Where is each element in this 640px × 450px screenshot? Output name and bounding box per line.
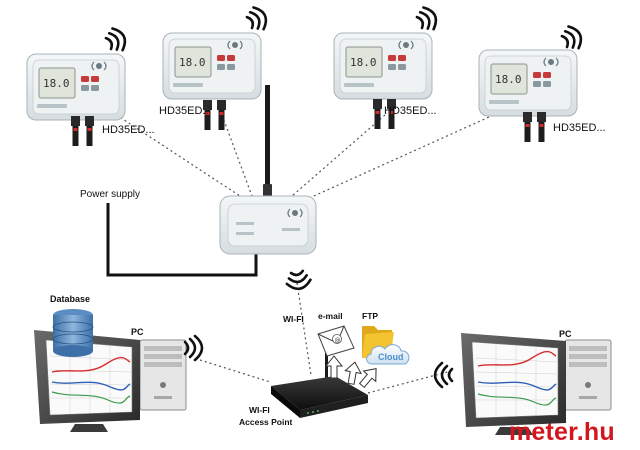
- cloud-label: Cloud: [378, 352, 404, 362]
- central-receiver: [219, 85, 317, 293]
- sensor-4-label: HD35ED...: [553, 122, 606, 134]
- sensor-1-label: HD35ED...: [102, 124, 155, 136]
- brand-text-dot: .: [576, 418, 584, 446]
- pc-right: [433, 333, 612, 435]
- pc-left-label: PC: [131, 327, 144, 337]
- power-supply-label: Power supply: [80, 189, 140, 200]
- access-point-router: [271, 338, 368, 418]
- brand-text-main: meter: [509, 418, 577, 446]
- brand-logo: meter.hu: [509, 418, 615, 447]
- sensor-2-label: HD35ED...: [159, 105, 212, 117]
- access-point-label-line2: Access Point: [239, 417, 293, 427]
- access-point-label-line1: WI-FI: [249, 405, 270, 415]
- brand-text-tld: hu: [583, 418, 615, 446]
- power-supply-cable: [106, 203, 258, 277]
- sensor-3-label: HD35ED...: [384, 105, 437, 117]
- database-label: Database: [50, 294, 90, 304]
- ftp-label: FTP: [362, 311, 378, 321]
- wifi-label: WI-FI: [283, 314, 304, 324]
- pc-right-label: PC: [559, 329, 572, 339]
- email-icon: @: [317, 325, 355, 357]
- database-icon: [52, 309, 94, 357]
- svg-text:@: @: [335, 337, 341, 344]
- upload-arrows: [324, 355, 377, 389]
- wireless-links: [111, 111, 499, 394]
- email-label: e-mail: [318, 311, 343, 321]
- cloud-icon: [366, 344, 410, 365]
